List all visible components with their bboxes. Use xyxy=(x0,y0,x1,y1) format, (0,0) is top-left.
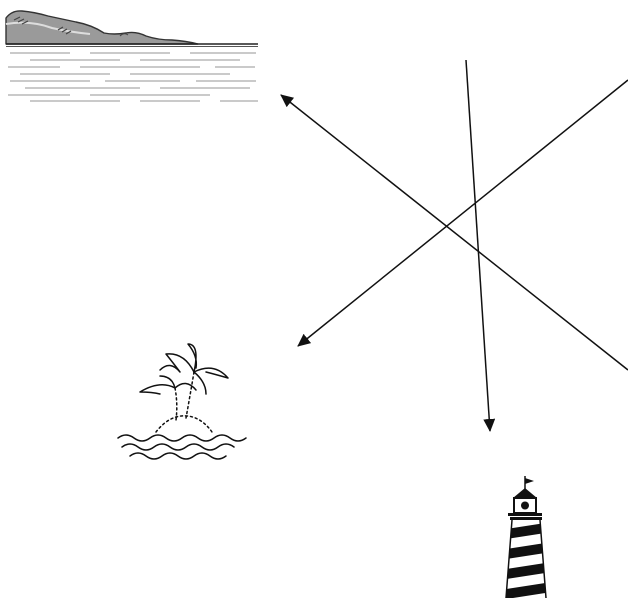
lighthouse-icon xyxy=(500,476,552,598)
arrow-to-coastline xyxy=(281,95,628,370)
palm-island-icon xyxy=(118,344,246,459)
coastline-icon xyxy=(6,11,258,101)
arrow-to-island xyxy=(298,80,628,346)
arrow-to-lighthouse xyxy=(466,60,490,431)
